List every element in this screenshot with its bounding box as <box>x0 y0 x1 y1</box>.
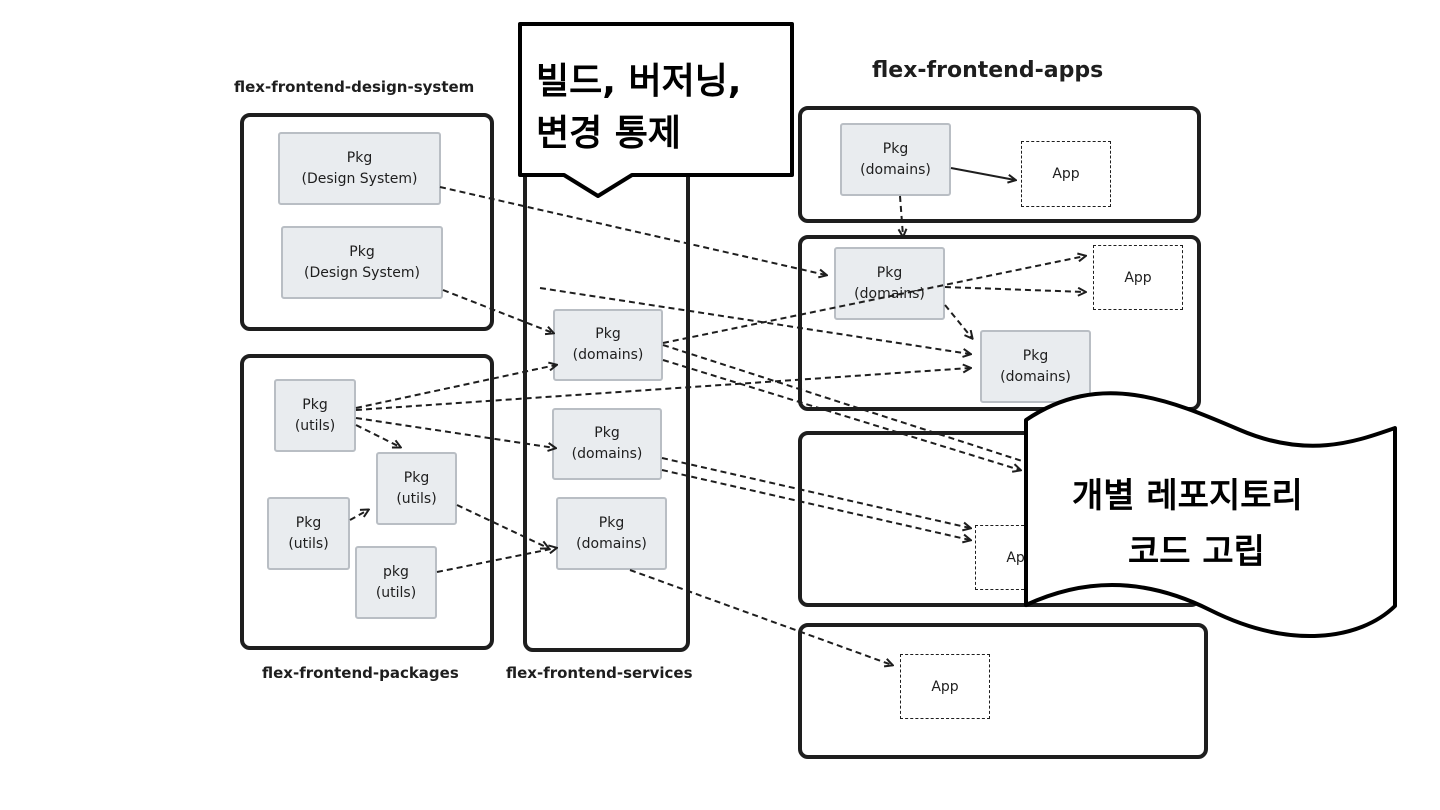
pkg-title: Pkg <box>882 140 909 157</box>
pkg-app-domains-3: Pkg (domains) <box>980 330 1091 403</box>
pkg-app-domains-1: Pkg (domains) <box>840 123 951 196</box>
pkg-utils-4: pkg (utils) <box>355 546 437 619</box>
pkg-title: Pkg <box>346 149 373 166</box>
pkg-sub: (utils) <box>294 417 336 434</box>
pkg-sub: (Design System) <box>301 170 418 187</box>
arrow-s1-to-app2 <box>662 256 1085 344</box>
pkg-sub: (Design System) <box>304 264 420 281</box>
arrow-s1-to-app-box <box>662 359 1020 470</box>
arrow-u3-to-u2 <box>349 510 368 521</box>
arrow-ds1-to-apps <box>439 186 826 275</box>
apps-group-2 <box>798 235 1201 411</box>
build-callout-line2: 변경 통제 <box>536 113 682 154</box>
packages-group <box>240 354 494 650</box>
app-box-2: App <box>1093 245 1183 310</box>
pkg-title: Pkg <box>302 396 328 413</box>
apps-group-4 <box>798 623 1208 759</box>
arrow-ds2-to-services <box>442 289 553 333</box>
build-callout-line1: 빌드, 버저닝, <box>536 61 742 102</box>
arrow-s2-to-app3-b <box>661 469 970 540</box>
arrow-s3-to-app4 <box>629 569 892 665</box>
pkg-title: pkg <box>383 563 409 580</box>
pkg-title: Pkg <box>349 243 375 260</box>
pkg-service-domains-3: Pkg (domains) <box>556 497 667 570</box>
pkg-title: Pkg <box>594 425 620 441</box>
arrow-u1-to-s2 <box>355 417 555 448</box>
pkg-title: Pkg <box>295 514 322 531</box>
arrow-a2-to-app2 <box>944 286 1085 292</box>
arrow-u1-to-u2 <box>355 424 400 447</box>
pkg-utils-1: Pkg (utils) <box>274 379 356 452</box>
app-box-4: App <box>900 654 990 719</box>
pkg-sub: (domains) <box>576 535 647 552</box>
arrow-services-to-app-domains <box>539 287 970 354</box>
pkg-sub: (utils) <box>396 490 437 507</box>
isolation-callout-line2: 코드 고립 <box>1128 532 1265 572</box>
services-label: flex-frontend-services <box>506 664 693 682</box>
pkg-design-system-1: Pkg (Design System) <box>278 132 441 205</box>
pkg-sub: (domains) <box>572 347 644 363</box>
arrow-u1-to-a3 <box>355 368 970 411</box>
arrow-a1-to-app1 <box>950 167 1015 180</box>
pkg-service-domains-1: Pkg (domains) <box>553 309 663 381</box>
arrow-u4-to-s3 <box>436 548 556 573</box>
pkg-service-domains-2: Pkg (domains) <box>552 408 662 480</box>
pkg-title: Pkg <box>876 264 903 281</box>
pkg-sub: (domains) <box>1000 368 1071 385</box>
pkg-title: Pkg <box>598 514 625 531</box>
arrow-a2-to-a3 <box>944 304 972 338</box>
apps-group-1 <box>798 106 1201 223</box>
apps-label: flex-frontend-apps <box>872 58 1104 83</box>
isolation-callout-line1: 개별 레포지토리 <box>1072 476 1303 516</box>
wave-banner-shape <box>1024 391 1397 638</box>
pkg-title: Pkg <box>403 469 430 486</box>
packages-label: flex-frontend-packages <box>262 664 459 682</box>
pkg-sub: (domains) <box>571 446 643 462</box>
arrow-u2-to-s3 <box>456 504 548 548</box>
design-system-group <box>240 113 494 331</box>
arrow-a1-to-a2 <box>900 195 903 236</box>
arrow-s2-to-app3 <box>661 457 970 528</box>
pkg-title: Pkg <box>1022 347 1049 364</box>
design-system-label: flex-frontend-design-system <box>234 78 475 96</box>
pkg-app-domains-2: Pkg (domains) <box>834 247 945 320</box>
pkg-utils-2: Pkg (utils) <box>376 452 457 525</box>
pkg-title: Pkg <box>595 326 621 342</box>
pkg-sub: (domains) <box>854 285 925 302</box>
pkg-utils-3: Pkg (utils) <box>267 497 350 570</box>
speech-bubble-shape <box>518 22 794 198</box>
pkg-design-system-2: Pkg (Design System) <box>281 226 443 299</box>
app-box-1: App <box>1021 141 1111 207</box>
pkg-sub: (utils) <box>375 584 417 601</box>
pkg-sub: (utils) <box>288 535 329 552</box>
arrow-u1-to-s1 <box>355 365 556 409</box>
arrow-s1-to-right <box>662 344 1050 470</box>
pkg-sub: (domains) <box>860 161 931 178</box>
